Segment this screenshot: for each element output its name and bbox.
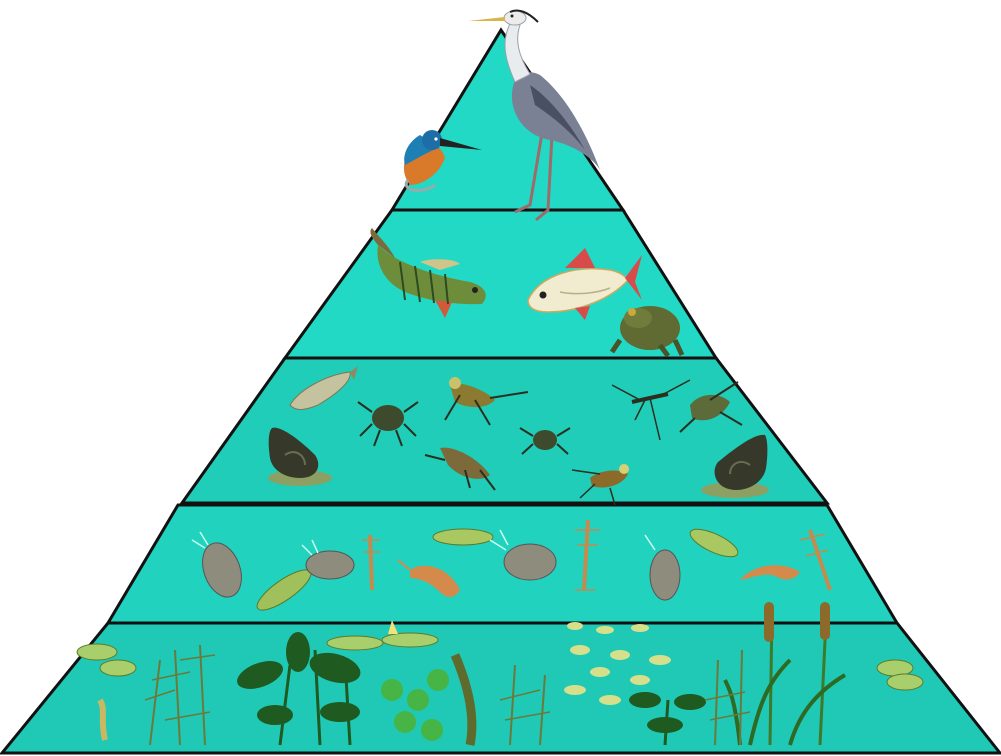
pyramid-levels bbox=[2, 30, 1000, 753]
euglena-center-icon bbox=[433, 529, 493, 545]
